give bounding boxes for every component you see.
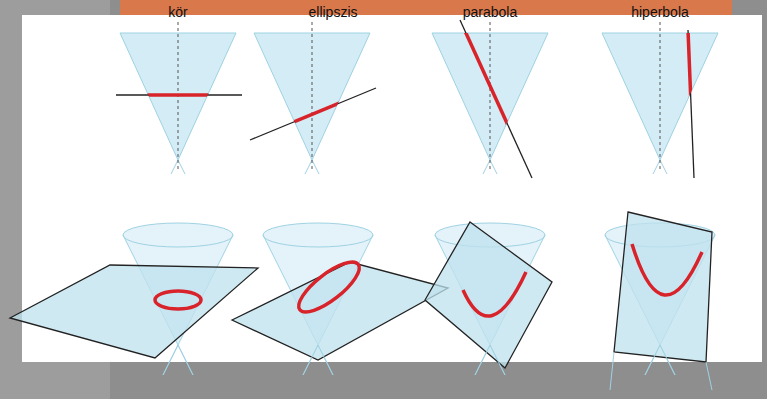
section-label: parabola	[463, 4, 518, 20]
side-view-cones	[120, 33, 718, 160]
cutting-plane-edge	[116, 20, 694, 178]
section-label: kör	[168, 4, 187, 20]
section-segment	[116, 20, 694, 178]
conic-curve	[155, 244, 702, 320]
section-label: hiperbola	[631, 4, 689, 20]
cutting-plane	[10, 212, 712, 368]
cone-below-plane	[163, 345, 712, 390]
section-label: ellipszis	[308, 4, 357, 20]
lower-nappe	[171, 160, 667, 174]
cone-axis	[178, 22, 660, 172]
